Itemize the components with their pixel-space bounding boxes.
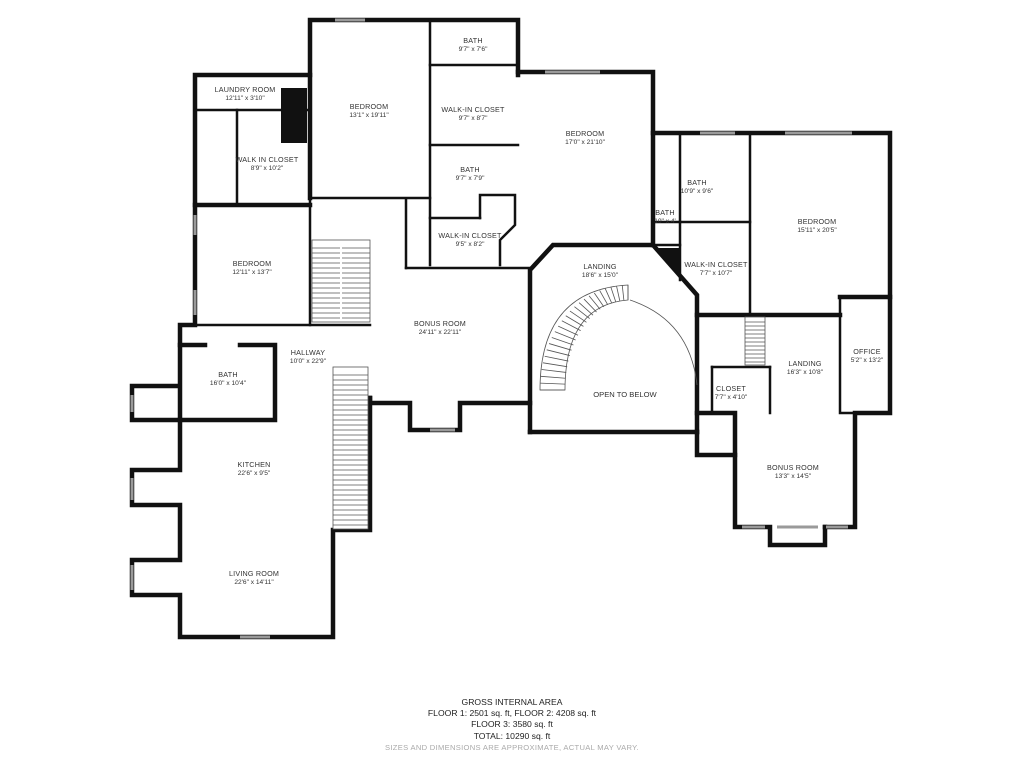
room-name-label: BATH [463,36,482,45]
room-dimension-label: 16'0" x 10'4" [210,380,247,387]
area-line-2: FLOOR 3: 3580 sq. ft [471,719,553,730]
room-dimension-label: 8'9" x 10'2" [251,165,284,172]
room-name-label: HALLWAY [291,348,325,357]
room-name-label: LIVING ROOM [229,569,279,578]
room-name-label: KITCHEN [238,460,271,469]
room-name-label: BEDROOM [350,102,389,111]
room-dimension-label: 17'0" x 21'10" [565,139,605,146]
room-name-label: WALK-IN CLOSET [684,260,748,269]
room-dimension-label: 7'7" x 10'7" [700,270,733,277]
room-dimension-label: 22'6" x 9'5" [238,470,271,477]
walls [129,17,893,640]
room-dimension-label: 15'11" x 20'5" [797,227,837,234]
area-title: GROSS INTERNAL AREA [461,697,563,707]
room-name-label: BEDROOM [798,217,837,226]
room-name-label: WALK-IN CLOSET [441,105,505,114]
room-name-label: BATH [218,370,237,379]
room-dimension-label: 9'7" x 7'6" [459,46,488,53]
room-dimension-label: 5'2" x 13'2" [851,357,884,364]
room-name-label: OFFICE [853,347,881,356]
room-name-label: WALK-IN CLOSET [438,231,502,240]
room-dimension-label: 16'3" x 10'8" [787,369,824,376]
room-dimension-label: 9'5" x 8'2" [456,241,485,248]
chimney-block [281,88,307,143]
room-name-label: BATH [655,208,674,217]
room-name-label: LANDING [788,359,822,368]
room-dimension-label: 13'1" x 19'11" [349,112,389,119]
room-name-label: LANDING [583,262,617,271]
room-dimension-label: 10'9" x 9'6" [681,188,714,195]
room-dimension-label: 13'3" x 14'5" [775,473,812,480]
room-dimension-label: 10'0" x 22'9" [290,358,327,365]
area-line-3: TOTAL: 10290 sq. ft [473,730,551,741]
room-name-label: LAUNDRY ROOM [215,85,276,94]
room-dimension-label: 9'7" x 8'7" [459,115,488,122]
room-dimension-label: 10" x 4' [654,218,676,225]
open-to-below-label: OPEN TO BELOW [593,390,657,399]
room-name-label: WALK IN CLOSET [236,155,299,164]
room-dimension-label: 7'7" x 4'10" [715,394,748,401]
room-name-label: BATH [687,178,706,187]
room-name-label: BEDROOM [233,259,272,268]
gross-internal-area: GROSS INTERNAL AREA FLOOR 1: 2501 sq. ft… [312,697,712,753]
area-disclaimer: SIZES AND DIMENSIONS ARE APPROXIMATE, AC… [385,742,639,752]
room-dimension-label: 22'6" x 14'11" [234,579,274,586]
room-name-label: CLOSET [716,384,746,393]
room-dimension-label: 12'11" x 13'7" [232,269,272,276]
room-name-label: BONUS ROOM [767,463,819,472]
area-line-1: FLOOR 1: 2501 sq. ft, FLOOR 2: 4208 sq. … [427,708,597,719]
room-name-label: BATH [460,165,479,174]
room-dimension-label: 12'11" x 3'10" [225,95,265,102]
room-dimension-label: 18'6" x 15'0" [582,272,619,279]
room-name-label: BONUS ROOM [414,319,466,328]
corner-block [653,248,680,275]
stairs [311,239,766,530]
room-name-label: BEDROOM [566,129,605,138]
windows [130,18,852,639]
room-dimension-label: 9'7" x 7'9" [456,175,485,182]
room-dimension-label: 24'11" x 22'11" [419,329,462,336]
